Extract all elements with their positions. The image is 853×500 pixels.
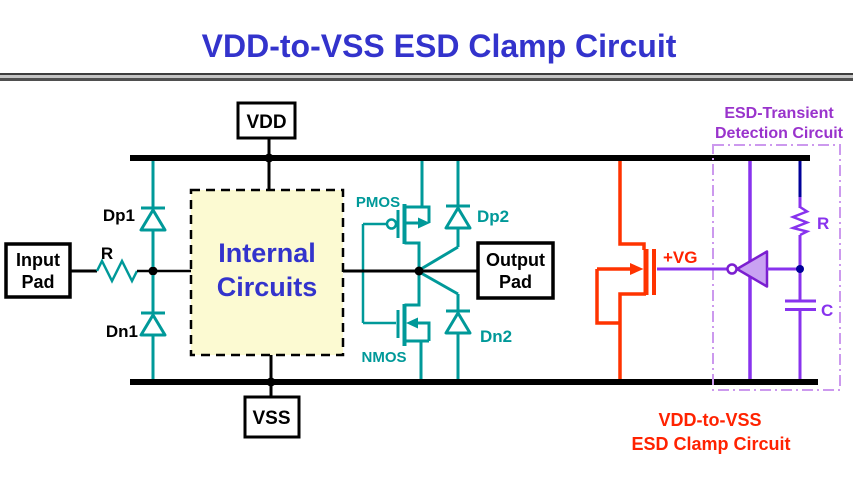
title-divider	[0, 73, 853, 81]
output-pad: Output Pad	[476, 241, 555, 300]
output-pad-label-line1: Output	[486, 250, 545, 270]
input-pad-label-line1: Input	[16, 250, 60, 270]
internal-circuits-label-line2: Circuits	[217, 272, 318, 302]
internal-circuits-label-line1: Internal	[218, 238, 316, 268]
detection-resistor	[788, 205, 811, 237]
output-pad-box	[476, 241, 555, 300]
input-pad: Input Pad	[4, 242, 72, 299]
series-resistor-label: R	[101, 244, 113, 263]
vdd-terminal: VDD	[236, 101, 297, 190]
input-pad-label-line2: Pad	[21, 272, 54, 292]
detection-rc-network: R C	[785, 161, 833, 379]
nmos-transistor	[396, 275, 431, 379]
detection-capacitor	[785, 299, 816, 379]
inverter-triangle	[735, 250, 769, 288]
vss-junction-dot	[266, 377, 276, 387]
detection-caption-line1: ESD-Transient	[724, 105, 834, 122]
vdd-junction-dot	[264, 153, 274, 163]
vss-label: VSS	[252, 408, 290, 429]
pmos-arrow	[418, 217, 430, 229]
input-net: R	[70, 244, 191, 284]
inverter-bubble	[726, 263, 738, 275]
input-node-dot	[148, 266, 158, 276]
internal-circuits-block: Internal Circuits	[189, 188, 345, 357]
diode-dp1	[139, 161, 167, 267]
dp2-label: Dp2	[477, 207, 509, 226]
detection-resistor-label: R	[817, 214, 829, 233]
detection-caption-line2: Detection Circuit	[715, 125, 844, 142]
clamp-caption-line1: VDD-to-VSS	[659, 410, 762, 430]
diode-dp2	[420, 161, 472, 271]
clamp-nmos-transistor	[595, 161, 656, 379]
internal-circuits-box	[189, 188, 345, 357]
detection-circuit-box	[712, 144, 841, 391]
gate-net	[361, 222, 396, 325]
inverter	[657, 161, 800, 379]
output-node-dot	[414, 266, 424, 276]
dn1-label: Dn1	[106, 322, 138, 341]
nmos-arrow	[406, 317, 418, 329]
vg-label: +VG	[663, 248, 698, 267]
series-resistor	[95, 258, 139, 284]
input-pad-box	[4, 242, 72, 299]
pmos-gate-bubble	[385, 218, 398, 230]
dp1-label: Dp1	[103, 206, 135, 225]
pmos-label: PMOS	[356, 194, 400, 211]
output-pad-label-line2: Pad	[499, 272, 532, 292]
dn2-label: Dn2	[480, 327, 512, 346]
vdd-label: VDD	[246, 112, 286, 133]
diode-dn2	[420, 271, 472, 379]
page-title: VDD-to-VSS ESD Clamp Circuit	[201, 28, 677, 64]
clamp-body-arrow	[630, 263, 644, 275]
diode-dn1	[139, 275, 167, 379]
pmos-transistor	[385, 161, 431, 267]
nmos-label: NMOS	[362, 349, 407, 366]
vss-terminal-box	[243, 395, 301, 439]
output-net	[343, 266, 478, 276]
clamp-caption-line2: ESD Clamp Circuit	[631, 434, 790, 454]
rc-node-dot	[796, 265, 804, 273]
vss-terminal: VSS	[243, 355, 301, 439]
vdd-terminal-box	[236, 101, 297, 140]
detection-capacitor-label: C	[821, 301, 833, 320]
